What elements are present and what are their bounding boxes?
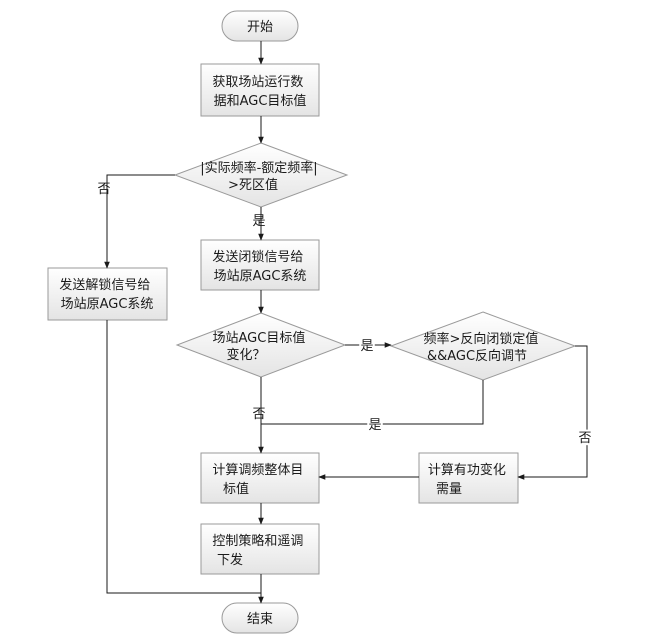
get-data-box [200, 63, 320, 117]
get-data-label: 获取场站运行数 据和AGC目标值 [212, 75, 307, 109]
calc-power-box [418, 452, 519, 504]
start-terminal [221, 10, 299, 42]
edge-reverse-yes-to-calc-target [261, 380, 484, 425]
edge-send-unlock-to-end [106, 320, 261, 594]
send-unlock-label: 发送解锁信号给 场站原AGC系统 [59, 277, 154, 312]
start-label: 开始 [247, 20, 273, 35]
edge-reverse-no-to-calc-power [517, 345, 588, 480]
calc-target-label: 计算调频整体目 标值 [212, 463, 307, 497]
control-label: 控制策略和遥调 下发 [212, 533, 307, 568]
agc-no-label: 否 [252, 407, 265, 422]
control-box [200, 523, 320, 575]
send-lock-label: 发送闭锁信号给 场站原AGC系统 [212, 249, 307, 284]
reverse-yes-label: 是 [368, 418, 381, 433]
decision-freq-label: |实际频率-额定频率| >死区值 [200, 160, 322, 193]
edge-freq-no-to-send-unlock [104, 174, 175, 269]
decision-reverse-label: 频率>反向闭锁定值 &&AGC反向调节 [423, 331, 542, 364]
send-unlock-box [47, 267, 168, 321]
decision-agc-label: 场站AGC目标值 变化？ [213, 330, 310, 363]
freq-no-label: 否 [97, 182, 110, 197]
reverse-no-label: 否 [578, 431, 591, 446]
calc-target-box [200, 452, 320, 504]
calc-power-label: 计算有功变化 需量 [428, 462, 510, 497]
end-label: 结束 [247, 612, 273, 627]
agc-yes-label: 是 [360, 339, 373, 354]
freq-yes-label: 是 [252, 214, 265, 229]
